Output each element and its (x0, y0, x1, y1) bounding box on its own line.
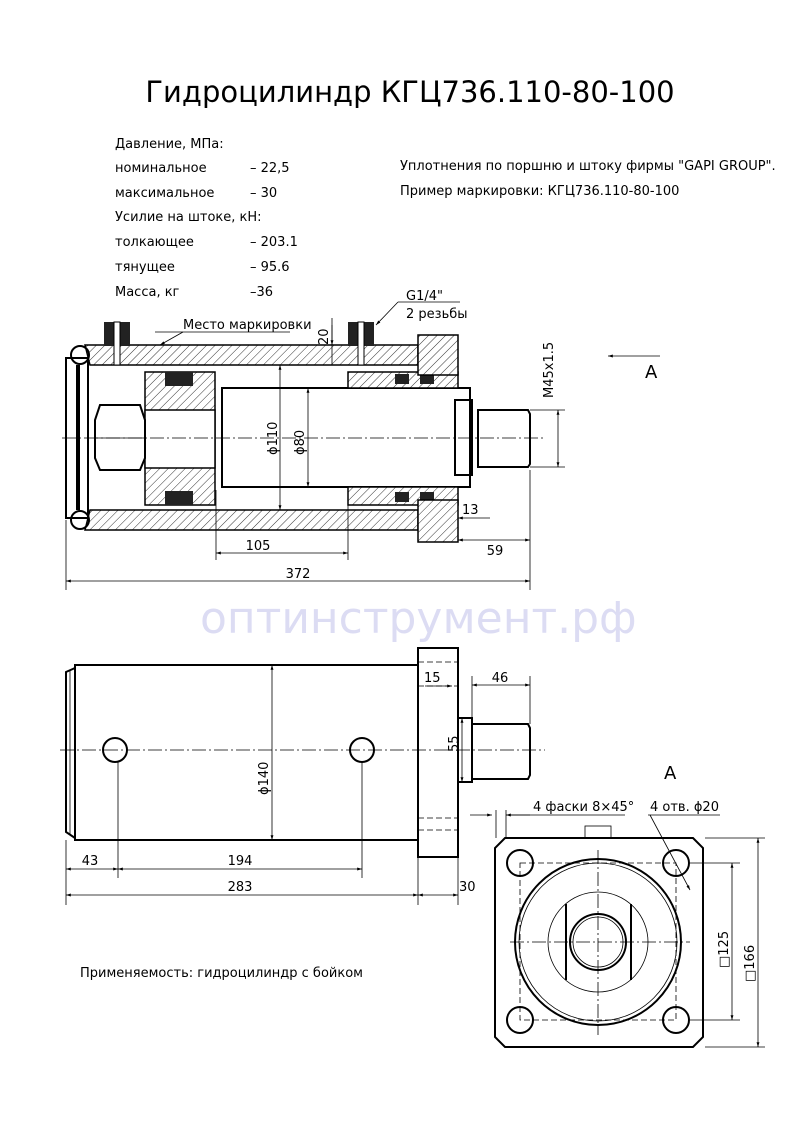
mount-hole (662, 849, 690, 877)
piston-nut (94, 404, 146, 471)
dim-283: 283 (228, 880, 253, 895)
flange-top (417, 334, 459, 376)
force-header: Усилие на штоке, кН: (115, 210, 262, 225)
push-label: толкающее (115, 235, 194, 250)
seals-note: Уплотнения по поршню и штоку фирмы "GAPI… (400, 159, 776, 174)
pull-label: тянущее (115, 260, 175, 275)
chamfers-label: 4 фаски 8×45° (533, 800, 634, 815)
mount-hole (662, 1006, 690, 1034)
dim-15: 15 (424, 671, 441, 686)
pressure-header: Давление, МПа: (115, 137, 224, 152)
applicability-note: Применяемость: гидроцилиндр с бойком (80, 966, 363, 981)
mount-hole (506, 849, 534, 877)
dim-d110: ϕ110 (266, 422, 281, 455)
nominal-label: номинальное (115, 161, 207, 176)
side-view: ϕ140 43 194 283 30 46 15 55 (60, 647, 545, 905)
view-arrow-label: A (645, 362, 658, 383)
dim-30: 30 (459, 880, 476, 895)
marking-example-note: Пример маркировки: КГЦ736.110-80-100 (400, 184, 679, 199)
specs-block: Давление, МПа: номинальное – 22,5 максим… (115, 137, 298, 300)
dim-166: □166 (743, 945, 758, 982)
barrel-bottom-wall (84, 509, 419, 531)
rod-end-side (471, 723, 531, 780)
port-count-label: 2 резьбы (406, 307, 468, 322)
dim-13: 13 (462, 503, 479, 518)
view-a: A 4 фаски 8×45° 4 отв. ϕ20 □125 □166 (470, 763, 765, 1048)
watermark: оптинструмент.рф (200, 593, 637, 644)
dim-46: 46 (492, 671, 509, 686)
dim-d140: ϕ140 (257, 762, 272, 795)
flange-square (494, 837, 704, 1048)
max-value: – 30 (250, 186, 277, 201)
dim-43: 43 (82, 854, 99, 869)
dim-20: 20 (317, 328, 332, 345)
dim-372: 372 (286, 567, 311, 582)
dim-194: 194 (228, 854, 253, 869)
pull-value: – 95.6 (250, 260, 290, 275)
view-a-label: A (664, 763, 677, 784)
port-thread-label: G1/4" (406, 289, 443, 304)
port-fitting-top (584, 825, 612, 839)
rod-end-thread (477, 409, 531, 468)
marking-place-label: Место маркировки (183, 318, 312, 333)
piston-rod (221, 387, 471, 488)
dim-55: 55 (447, 735, 462, 752)
dim-125: □125 (717, 931, 732, 968)
dim-d80: ϕ80 (293, 430, 308, 455)
mass-label: Масса, кг (115, 285, 180, 300)
section-view: 372 105 59 13 ϕ110 ϕ80 M45x1.5 20 Место … (62, 289, 660, 590)
drawing-title: Гидроцилиндр КГЦ736.110-80-100 (145, 75, 674, 109)
max-label: максимальное (115, 186, 214, 201)
mass-value: –36 (250, 285, 273, 300)
dim-105: 105 (246, 539, 271, 554)
push-value: – 203.1 (250, 235, 298, 250)
barrel-top-wall (84, 344, 419, 366)
nominal-value: – 22,5 (250, 161, 290, 176)
dim-thread: M45x1.5 (542, 342, 557, 398)
holes-label: 4 отв. ϕ20 (650, 800, 719, 815)
flange-bottom (417, 499, 459, 543)
mount-hole (506, 1006, 534, 1034)
dim-59: 59 (487, 544, 504, 559)
